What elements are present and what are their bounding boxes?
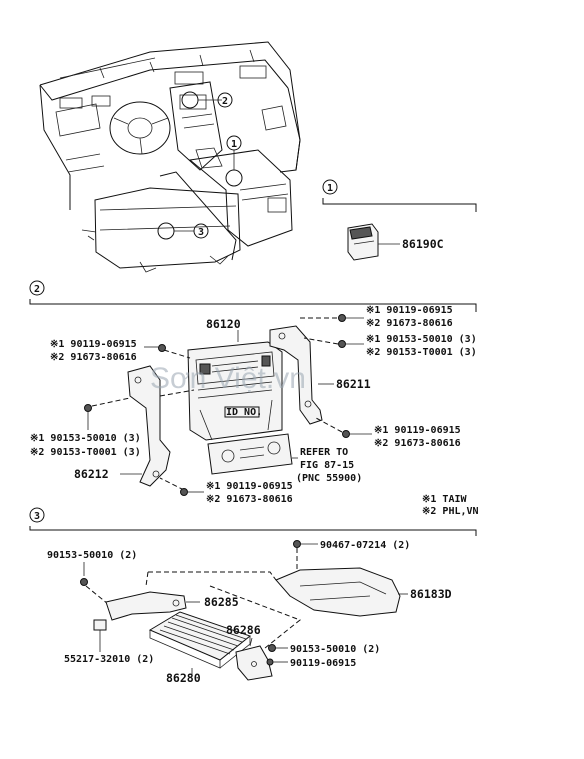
ml-label-a: ※1 90153-50010 (3) xyxy=(30,433,141,444)
overview-marker-1: 1 xyxy=(231,139,237,150)
screw-tr1 xyxy=(338,314,346,322)
overview-marker-2: 2 xyxy=(222,96,228,107)
screw-ml xyxy=(84,404,92,412)
clip-label: 55217-32010 (2) xyxy=(64,654,154,665)
part-86285-label: 86285 xyxy=(204,595,239,609)
mr-label-a: ※1 90119-06915 xyxy=(374,425,461,436)
bolt-right2-label: 90119-06915 xyxy=(290,658,356,669)
bolt-right-label: 90153-50010 (2) xyxy=(290,644,380,655)
bot-label-a: ※1 90119-06915 xyxy=(206,481,293,492)
part-86212-label: 86212 xyxy=(74,467,109,481)
tr1-label-a: ※1 90119-06915 xyxy=(366,305,453,316)
section-3-marker: 3 xyxy=(34,511,40,522)
overview-marker-3: 3 xyxy=(198,227,204,238)
part-86286-label: 86286 xyxy=(226,623,261,637)
section-1: 1 86190C xyxy=(322,179,477,261)
tl1-label-b: ※2 91673-80616 xyxy=(50,352,137,363)
screw-bot xyxy=(180,488,188,496)
bolt-left-label: 90153-50010 (2) xyxy=(47,550,137,561)
section-3: 3 90467-07214 (2) 86183D 90153-50010 (2)… xyxy=(29,507,477,685)
section-2-marker: 2 xyxy=(34,284,40,295)
watermark: Sơn Việt.vn xyxy=(150,362,306,395)
refer-line-3: (PNC 55900) xyxy=(296,473,362,484)
dashboard-illustration: 2 1 3 xyxy=(39,41,301,273)
tr2-label-a: ※1 90153-50010 (3) xyxy=(366,334,477,345)
part-86211-label: 86211 xyxy=(336,377,371,391)
part-86120-label: 86120 xyxy=(206,317,241,331)
id-no-label: ID NO. xyxy=(226,407,262,418)
tl1-label-a: ※1 90119-06915 xyxy=(50,339,137,350)
section-2: 2 ID NO. 86120 86211 86212 xyxy=(29,280,479,517)
tr2-label-b: ※2 90153-T0001 (3) xyxy=(366,347,477,358)
refer-line-1: REFER TO xyxy=(300,447,348,458)
ml-label-b: ※2 90153-T0001 (3) xyxy=(30,447,141,458)
part-86190c-label: 86190C xyxy=(402,237,444,251)
screw-mr xyxy=(342,430,350,438)
bot-label-b: ※2 91673-80616 xyxy=(206,494,293,505)
note-phl-vn: ※2 PHL,VN xyxy=(422,506,479,517)
section-1-marker: 1 xyxy=(327,183,333,194)
part-86280-label: 86280 xyxy=(166,671,201,685)
mr-label-b: ※2 91673-80616 xyxy=(374,438,461,449)
screw-tl1 xyxy=(158,344,166,352)
refer-line-2: FIG 87-15 xyxy=(300,460,354,471)
screw-tr2 xyxy=(338,340,346,348)
part-86183d-label: 86183D xyxy=(410,587,452,601)
tr1-label-b: ※2 91673-80616 xyxy=(366,318,453,329)
note-taiw: ※1 TAIW xyxy=(422,494,467,505)
screw-top-label: 90467-07214 (2) xyxy=(320,540,410,551)
